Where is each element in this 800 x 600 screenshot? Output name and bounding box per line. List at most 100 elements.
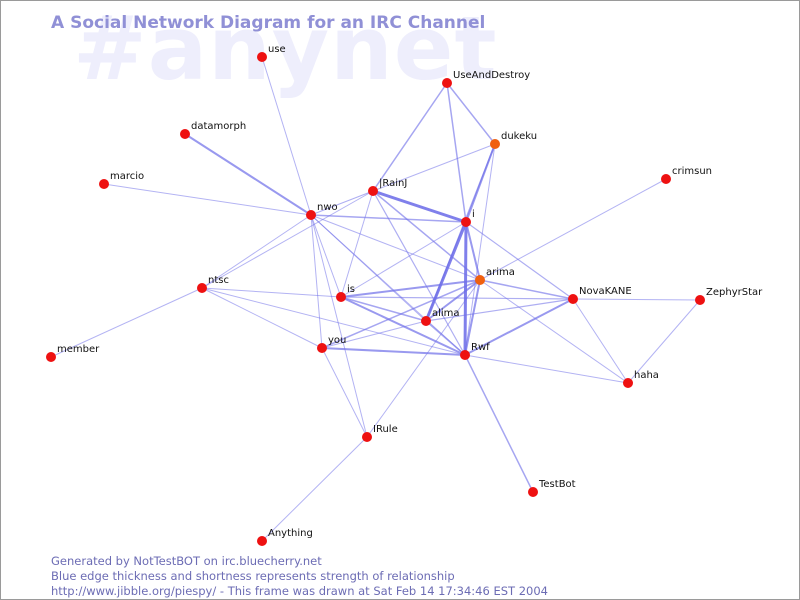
- node-label-dukeku: dukeku: [501, 131, 537, 142]
- footer-legend-note: Blue edge thickness and shortness repres…: [51, 569, 455, 583]
- edge-nwo-alima: [310, 214, 427, 322]
- edge-is-novakane: [340, 296, 574, 300]
- edge-i-is: [340, 221, 467, 298]
- edge-is-alima: [340, 296, 427, 322]
- node-dot-haha: [623, 378, 633, 388]
- edge-alima-rwf: [425, 320, 466, 356]
- node-label-alima: alima: [432, 308, 460, 319]
- node-dot-anything: [257, 536, 267, 546]
- node-dot-crimsun: [661, 174, 671, 184]
- edge-rwf-haha: [464, 354, 629, 384]
- node-label-datamorph: datamorph: [191, 121, 246, 132]
- edge-arima-rwf: [464, 279, 481, 356]
- edge-dukeku-alima: [425, 143, 496, 322]
- node-label-nwo: nwo: [317, 202, 338, 213]
- node-dot-use: [257, 52, 267, 62]
- edge-nwo-irule: [310, 214, 368, 438]
- edge-rainj-rwf: [372, 190, 466, 356]
- edge-nwo-rainj: [310, 190, 374, 216]
- node-label-member: member: [57, 344, 100, 355]
- edge-ntsc-you: [201, 287, 323, 349]
- edge-arima-is: [340, 279, 481, 298]
- node-label-useanddestroy: UseAndDestroy: [453, 70, 530, 81]
- edge-arima-haha: [479, 279, 629, 384]
- edge-is-rwf: [340, 296, 466, 356]
- node-dot-zephyrstar: [695, 295, 705, 305]
- edge-datamorph-nwo: [184, 133, 312, 216]
- node-haha: haha: [623, 370, 659, 388]
- edge-ntsc-member: [50, 287, 203, 358]
- node-dot-testbot: [528, 487, 538, 497]
- node-label-is: is: [347, 284, 355, 295]
- node-label-marcio: marcio: [110, 171, 144, 182]
- edge-useanddestroy-dukeku: [446, 82, 496, 145]
- edge-arima-irule: [366, 279, 481, 438]
- edge-nwo-is: [310, 214, 342, 298]
- node-dot-rainj: [368, 186, 378, 196]
- footer-generated-by: Generated by NotTestBOT on irc.bluecherr…: [51, 554, 322, 568]
- node-label-use: use: [268, 44, 286, 55]
- node-label-testbot: TestBot: [538, 479, 576, 490]
- node-useanddestroy: UseAndDestroy: [442, 70, 530, 88]
- edge-you-irule: [321, 347, 368, 438]
- edge-nwo-arima: [310, 214, 481, 281]
- edge-i-arima: [465, 221, 481, 281]
- node-dot-ntsc: [197, 283, 207, 293]
- node-testbot: TestBot: [528, 479, 576, 497]
- edge-irule-anything: [261, 436, 368, 542]
- node-crimsun: crimsun: [661, 166, 712, 184]
- node-dot-alima: [421, 316, 431, 326]
- node-label-i: i: [472, 209, 475, 220]
- node-label-arima: arima: [486, 267, 515, 278]
- node-alima: alima: [421, 308, 460, 326]
- node-dot-i: [461, 217, 471, 227]
- node-dot-dukeku: [490, 139, 500, 149]
- edge-rainj-ntsc: [201, 190, 374, 289]
- node-dot-novakane: [568, 294, 578, 304]
- node-rainj: |RainJ: [368, 178, 407, 196]
- edge-dukeku-rwf: [464, 143, 496, 356]
- edge-rwf-testbot: [464, 354, 534, 493]
- edge-arima-novakane: [479, 279, 574, 300]
- node-dot-useanddestroy: [442, 78, 452, 88]
- edge-alima-you: [321, 320, 427, 349]
- node-label-zephyrstar: ZephyrStar: [706, 287, 763, 298]
- node-zephyrstar: ZephyrStar: [695, 287, 763, 305]
- edge-rwf-you: [321, 347, 466, 356]
- node-label-you: you: [328, 335, 346, 346]
- node-is: is: [336, 284, 355, 302]
- node-rwf: Rwf: [460, 342, 490, 360]
- footer-notes: Generated by NotTestBOT on irc.bluecherr…: [51, 554, 548, 599]
- node-dot-arima: [475, 275, 485, 285]
- edge-crimsun-arima: [479, 178, 667, 281]
- edge-alima-novakane: [425, 298, 574, 322]
- node-ntsc: ntsc: [197, 275, 229, 293]
- node-use: use: [257, 44, 286, 62]
- node-you: you: [317, 335, 346, 353]
- edge-is-ntsc: [201, 287, 342, 298]
- edge-novakane-haha: [572, 298, 629, 384]
- node-label-novakane: NovaKANE: [579, 286, 632, 297]
- node-novakane: NovaKANE: [568, 286, 632, 304]
- node-dot-is: [336, 292, 346, 302]
- node-dot-you: [317, 343, 327, 353]
- edge-rainj-is: [340, 190, 374, 298]
- node-label-rwf: Rwf: [471, 342, 490, 353]
- edge-i-rwf: [463, 220, 468, 357]
- edge-i-useanddestroy: [446, 82, 467, 223]
- node-dot-irule: [362, 432, 372, 442]
- edges-layer: [50, 56, 701, 542]
- edge-nwo-ntsc: [201, 214, 312, 289]
- edge-nwo-you: [310, 214, 323, 349]
- node-nwo: nwo: [306, 202, 338, 220]
- node-dot-nwo: [306, 210, 316, 220]
- node-dot-member: [46, 352, 56, 362]
- node-label-ntsc: ntsc: [208, 275, 229, 286]
- node-member: member: [46, 344, 100, 362]
- node-datamorph: datamorph: [180, 121, 246, 139]
- node-dukeku: dukeku: [490, 131, 537, 149]
- node-arima: arima: [475, 267, 515, 285]
